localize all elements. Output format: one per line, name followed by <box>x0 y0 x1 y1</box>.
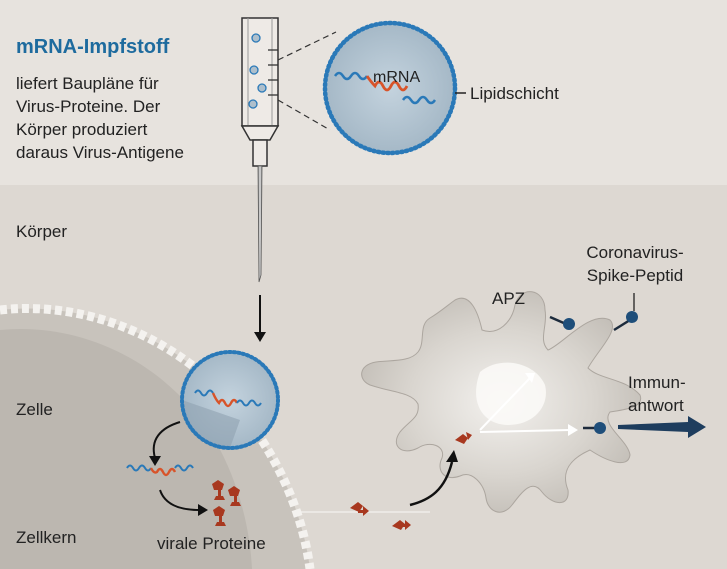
processed-protein <box>455 432 472 444</box>
body-label: Körper <box>16 222 68 241</box>
immune-response-arrow-icon <box>618 416 706 438</box>
lipid-vesicle-zoom <box>322 20 458 156</box>
viral-protein-outside <box>350 502 411 530</box>
zoom-line-top <box>277 31 337 61</box>
description-line: daraus Virus-Antigene <box>16 143 184 162</box>
arrow-to-proteins-icon <box>159 489 208 516</box>
zoom-line-bottom <box>277 99 331 131</box>
page-title: mRNA-Impfstoff <box>16 36 170 58</box>
nucleus-label: Zellkern <box>16 528 77 547</box>
proteins-label: virale Proteine <box>157 534 266 553</box>
spike-label-line1: Coronavirus- <box>586 243 684 262</box>
white-arrow-icon <box>479 373 578 436</box>
immune-label-line1: Immun- <box>628 373 686 392</box>
description-line: Virus-Proteine. Der <box>16 97 161 116</box>
immune-label-line2: antwort <box>628 396 684 415</box>
description-line: liefert Baupläne für <box>16 74 159 93</box>
description-line: Körper produziert <box>16 120 148 139</box>
lipid-label: Lipidschicht <box>470 84 559 103</box>
arrow-down-icon <box>254 295 266 342</box>
viral-protein-icon <box>212 480 241 526</box>
spike-label-line2: Spike-Peptid <box>586 266 684 285</box>
curved-arrow-icon <box>149 421 181 466</box>
syringe-icon <box>240 17 280 283</box>
arrow-into-apc-icon <box>409 450 458 507</box>
vesicle-entering-cell <box>180 350 280 450</box>
spike-peptide-icon <box>549 311 638 434</box>
mrna-strand <box>126 464 194 477</box>
description: liefert Baupläne für Virus-Proteine. Der… <box>16 72 226 164</box>
immune-label: Immun- antwort <box>628 371 686 417</box>
mrna-label: mRNA <box>373 69 421 86</box>
spike-label: Coronavirus- Spike-Peptid <box>570 241 700 287</box>
cell-label: Zelle <box>16 400 53 419</box>
apz-label: APZ <box>492 289 526 308</box>
